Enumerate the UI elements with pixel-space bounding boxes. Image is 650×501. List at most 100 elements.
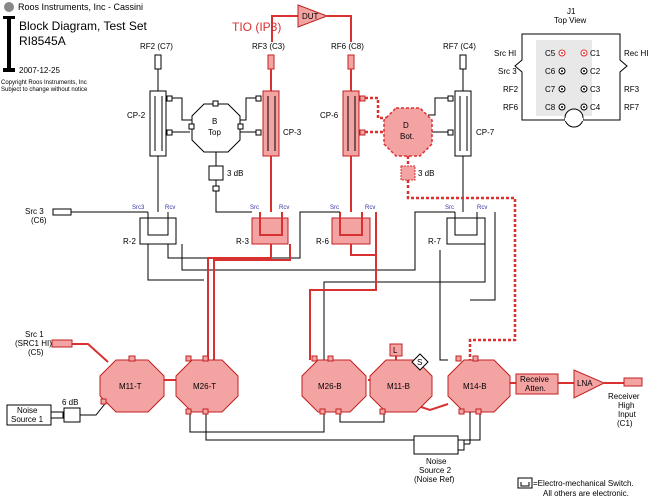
receiver-r7-label: R-7	[428, 237, 441, 246]
receiver-input: Receiver High Input (C1)	[608, 392, 640, 428]
r6-rcv-label: Rcv	[365, 205, 375, 211]
r7-src-label: Src	[445, 205, 454, 211]
coupler-cp3-label: CP-3	[283, 128, 302, 137]
j1-pin-c6: C6	[545, 67, 556, 76]
coupler-cp2-label: CP-2	[127, 111, 146, 120]
port-rf6-connector	[347, 54, 355, 70]
receive-atten-sublabel: Atten.	[525, 384, 546, 393]
legend: =Electro-mechanical Switch. All others a…	[517, 477, 634, 498]
j1-pin-c1: C1	[590, 49, 601, 58]
switch-m14b-label: M14-B	[463, 382, 487, 391]
marker-s-label: S	[417, 358, 422, 367]
j1-title: J1	[567, 7, 576, 16]
noise2-sublabel: Source 2	[419, 466, 452, 475]
j1-connector: J1 Top View Src HI Src 3 RF2 RF6 Rec HI …	[494, 7, 648, 128]
port-rf7-connector	[459, 54, 467, 70]
receiver-input-label-3: Input	[618, 410, 637, 419]
legend-line-2: All others are electronic.	[543, 489, 629, 498]
atten-b: 3 dB	[208, 152, 243, 192]
coupler-cp6: CP-6	[320, 90, 366, 157]
j1-subtitle: Top View	[554, 16, 587, 25]
switch-m11t-label: M11-T	[119, 382, 142, 391]
j1-left-label-1: Src HI	[494, 49, 516, 58]
lna: LNA	[573, 369, 643, 399]
marker-l: L	[389, 343, 403, 360]
r3-rcv-label: Rcv	[279, 205, 289, 211]
logo-dot-icon	[4, 2, 14, 12]
r2-src3-label: Src3	[132, 205, 145, 211]
marker-l-label: L	[393, 346, 398, 355]
receiver-r3: Src Rcv R-3	[236, 205, 289, 246]
src3-port: Src 3 (C6)	[25, 207, 148, 225]
tio-label: TIO (IP3)	[232, 20, 281, 34]
lna-label: LNA	[577, 379, 593, 388]
receiver-input-label-2: High	[618, 401, 634, 410]
diagram-date: 2007-12-25	[19, 66, 60, 75]
receiver-r3-label: R-3	[236, 237, 249, 246]
splitter-d-label: D	[403, 121, 409, 130]
splitter-b-top: B Top	[188, 100, 244, 153]
j1-pin-c5: C5	[545, 49, 556, 58]
j1-right-label-3: RF7	[624, 103, 640, 112]
dut-amplifier	[297, 4, 329, 28]
atten-d: 3 dB	[400, 156, 434, 188]
coupler-cp2: CP-2	[127, 90, 173, 157]
coupler-cp7: CP-7	[447, 90, 495, 157]
receiver-r2-label: R-2	[123, 237, 136, 246]
noise-source-1: Noise Source 1 6 dB	[6, 398, 109, 426]
receiver-r7: Src Rcv R-7	[428, 205, 487, 246]
noise2-label: Noise	[426, 457, 447, 466]
receiver-input-label-1: Receiver	[608, 392, 640, 401]
port-rf6-label: RF6 (C8)	[331, 42, 364, 51]
r2-rcv-label: Rcv	[165, 205, 175, 211]
disclaimer-text: Subject to change without notice	[1, 87, 88, 93]
splitter-d-bot: D Bot.	[383, 107, 433, 157]
diagram-title: Block Diagram, Test Set	[19, 19, 147, 33]
switch-m11b-label: M11-B	[387, 382, 410, 391]
coupler-cp3: CP-3	[255, 90, 302, 157]
wiring-black	[147, 191, 496, 441]
src3-label: Src 3	[25, 207, 44, 216]
port-rf3-label: RF3 (C3)	[252, 42, 285, 51]
receiver-r2: Src3 Rcv R-2	[123, 205, 177, 246]
header: Roos Instruments, Inc - Cassini Block Di…	[1, 2, 147, 93]
noise-source-2: Noise Source 2 (Noise Ref)	[413, 412, 471, 484]
atten-noise-label: 6 dB	[62, 398, 78, 407]
port-rf2-label: RF2 (C7)	[140, 42, 173, 51]
j1-pin-c8: C8	[545, 103, 556, 112]
noise1-label: Noise	[17, 406, 38, 415]
copyright-text: Copyright Roos Instruments, Inc	[1, 80, 87, 86]
j1-right-label-2: RF3	[624, 85, 640, 94]
switch-m26b-label: M26-B	[318, 382, 342, 391]
port-rf7-label: RF7 (C4)	[443, 42, 476, 51]
marker-s: S	[411, 353, 429, 371]
r7-rcv-label: Rcv	[477, 205, 487, 211]
port-rf3-connector	[267, 54, 275, 70]
j1-pin-c3: C3	[590, 85, 601, 94]
src3-sublabel: (C6)	[31, 216, 47, 225]
j1-right-label-1: Rec HI	[624, 49, 648, 58]
j1-pin-c7: C7	[545, 85, 556, 94]
j1-left-label-4: RF6	[503, 103, 519, 112]
switch-m11b: M11-B	[369, 359, 433, 415]
switch-m14b: M14-B	[447, 355, 511, 415]
j1-pin-c4: C4	[590, 103, 601, 112]
j1-left-label-2: Src 3	[498, 67, 517, 76]
switch-m26t: M26-T	[175, 355, 239, 415]
switch-m26t-label: M26-T	[193, 382, 216, 391]
receiver-r6-label: R-6	[316, 237, 329, 246]
coupler-cp7-label: CP-7	[476, 128, 495, 137]
top-ports: RF2 (C7) RF3 (C3) RF6 (C8) RF7 (C4)	[140, 42, 476, 91]
company-name: Roos Instruments, Inc - Cassini	[18, 2, 143, 12]
logo-i-icon	[3, 16, 15, 72]
receive-atten-label: Receive	[520, 375, 549, 384]
j1-left-label-3: RF2	[503, 85, 519, 94]
tio-dut: TIO (IP3) DUT	[232, 4, 352, 42]
j1-pin-c2: C2	[590, 67, 601, 76]
splitter-b-label: B	[212, 117, 217, 126]
atten-b-label: 3 dB	[227, 169, 243, 178]
r6-src-label: Src	[330, 205, 339, 211]
legend-line-1: =Electro-mechanical Switch.	[533, 479, 634, 488]
wiring-red	[162, 191, 574, 412]
